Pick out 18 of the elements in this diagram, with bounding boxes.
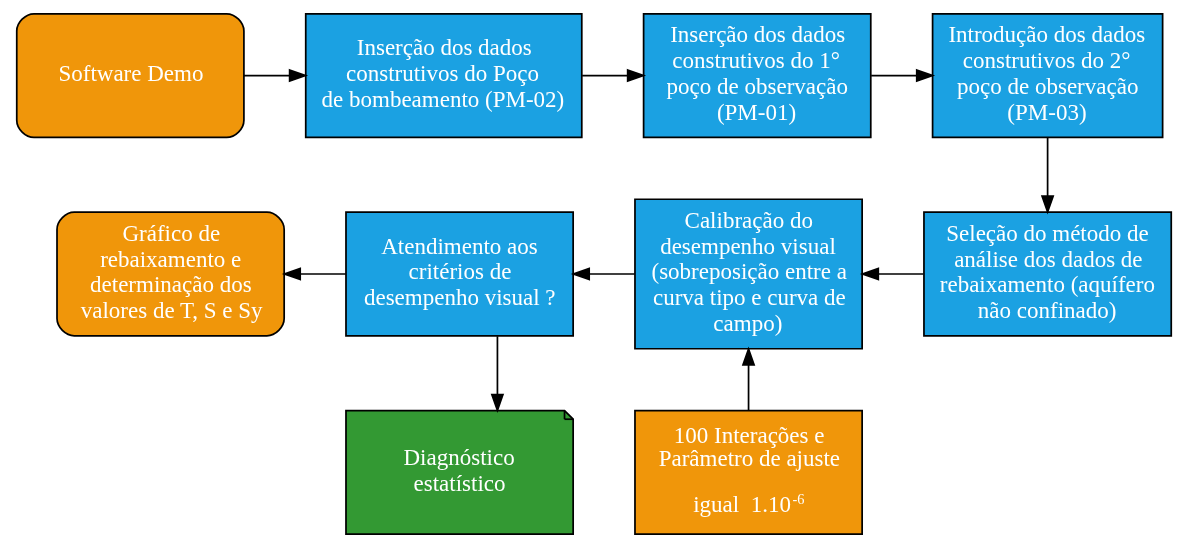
arrow (1040, 136, 1054, 215)
node-box: Calibração do desempenho visual (sobreposição entre a curva tipo e curva de campo) (633, 198, 863, 350)
arrow (580, 68, 646, 83)
arrow (570, 267, 636, 281)
node-box: Atendimento aos critérios de desempenho visual ? (344, 211, 574, 337)
node-box: Introdução dos dados construtivos do 2° poço de observação (PM-03) (931, 12, 1163, 139)
arrow (741, 346, 755, 412)
node-box: 100 Interações e Parâmetro de ajuste igual 1.10$^{-6}$ (633, 409, 863, 536)
arrow (859, 267, 924, 281)
arrow (490, 335, 504, 413)
node-box: Inserção dos dados construtivos do Poço de bombeamento (PM-02) (304, 12, 583, 139)
arrow (242, 68, 308, 83)
arrow (281, 267, 347, 281)
node-box: Inserção dos dados construtivos do 1° poço de observação (PM-01) (642, 12, 872, 139)
arrow (869, 68, 935, 83)
node-box: Software Demo (15, 12, 245, 139)
node-box: Seleção do método de análise dos dados de rebaixamento (aquífero não confinado) (922, 211, 1172, 337)
node-box: Gráfico de rebaixamento e determinação dos valores de T, S e Sy (55, 211, 285, 337)
